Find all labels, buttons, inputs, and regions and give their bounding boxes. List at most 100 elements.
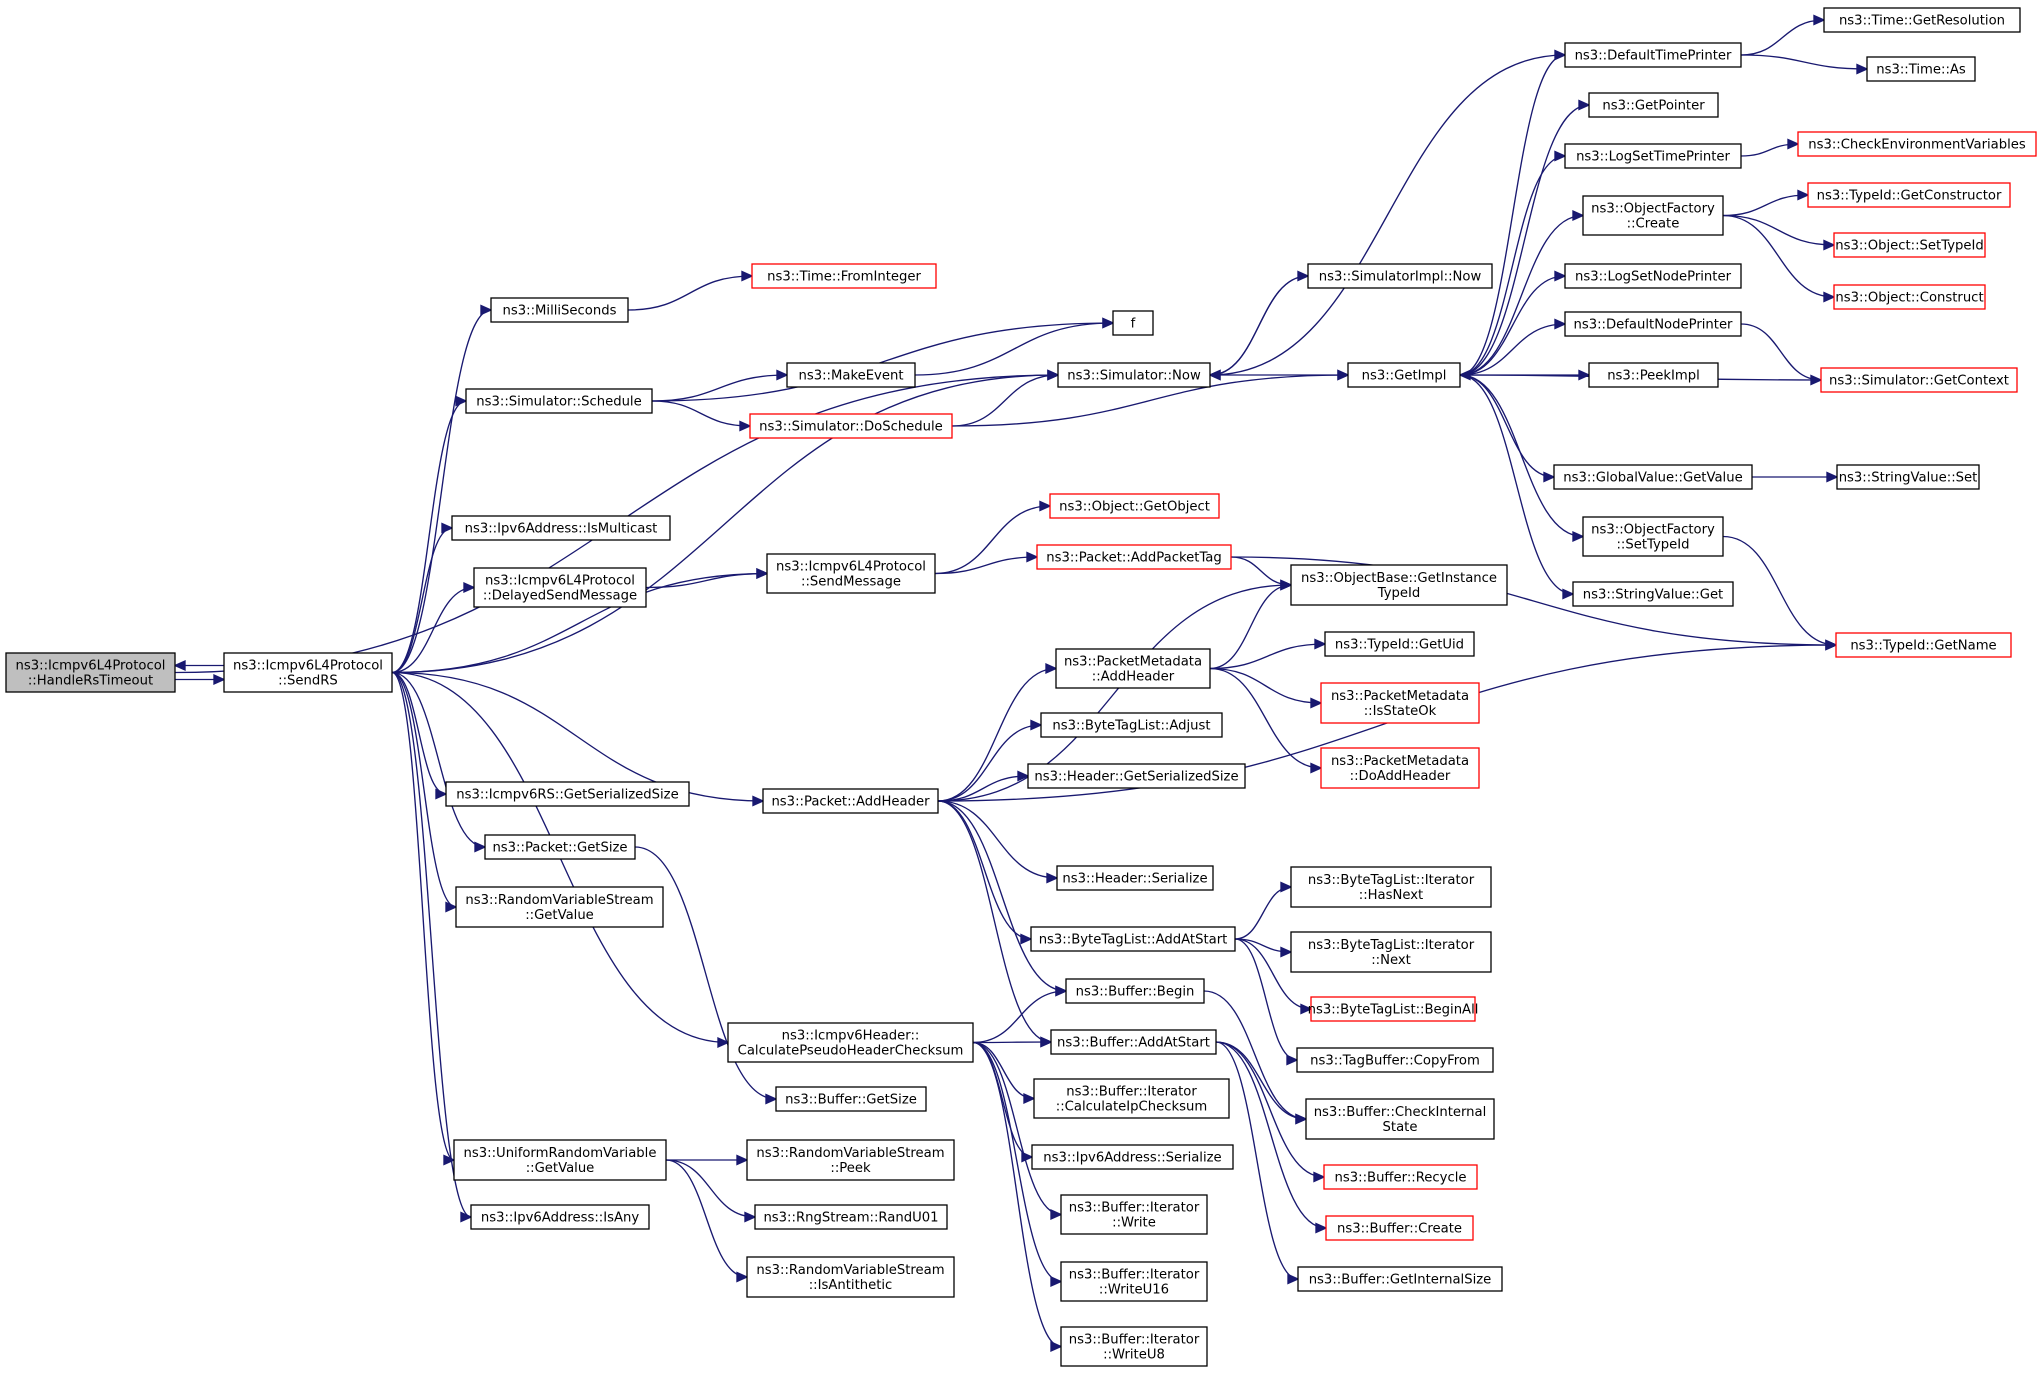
edge-arrowhead [1856,63,1869,75]
node-ipv6addr-isany[interactable]: ns3::Ipv6Address::IsAny [470,1204,650,1230]
node-time-frominteger[interactable]: ns3::Time::FromInteger [751,263,937,289]
node-calc-pseudo-checksum[interactable]: ns3::Icmpv6Header::CalculatePseudoHeader… [727,1022,974,1063]
node-buffer-getsize[interactable]: ns3::Buffer::GetSize [775,1086,927,1112]
edge-send-rs-to-packet-getsize [391,671,487,853]
node-object-getobject[interactable]: ns3::Object::GetObject [1049,493,1220,519]
node-icmpv6rs-serialized-size[interactable]: ns3::Icmpv6RS::GetSerializedSize [445,781,690,807]
node-label: ns3::Header::GetSerializedSize [1034,770,1238,785]
node-log-set-node-printer[interactable]: ns3::LogSetNodePrinter [1564,263,1742,289]
node-default-time-printer[interactable]: ns3::DefaultTimePrinter [1564,42,1742,68]
node-globalvalue-getvalue[interactable]: ns3::GlobalValue::GetValue [1553,464,1753,490]
node-bytetaglist-beginall[interactable]: ns3::ByteTagList::BeginAll [1308,996,1479,1022]
node-stringvalue-set[interactable]: ns3::StringValue::Set [1836,464,1980,490]
node-simulatorimpl-now[interactable]: ns3::SimulatorImpl::Now [1307,263,1493,289]
node-get-pointer[interactable]: ns3::GetPointer [1588,92,1719,118]
node-rvs-isantithetic[interactable]: ns3::RandomVariableStream::IsAntithetic [746,1256,955,1298]
node-get-impl[interactable]: ns3::GetImpl [1347,362,1461,388]
node-label: ns3::ByteTagList::Iterator [1308,938,1475,953]
edge-default-time-printer-to-time-as [1740,54,1869,75]
node-ipv6addr-serialize[interactable]: ns3::Ipv6Address::Serialize [1031,1144,1234,1170]
edge-arrowhead [1208,369,1221,381]
node-make-event[interactable]: ns3::MakeEvent [786,362,916,388]
edge-simulator-doschedule-to-simulator-now [951,369,1060,427]
node-buffer-recycle[interactable]: ns3::Buffer::Recycle [1323,1164,1478,1190]
edge-arrowhead [1554,270,1567,282]
node-packetmetadata-doaddheader[interactable]: ns3::PacketMetadata::DoAddHeader [1320,747,1480,789]
node-stringvalue-get[interactable]: ns3::StringValue::Get [1572,581,1734,607]
edge-packet-getsize-to-buffer-getsize [634,846,778,1105]
node-iterator-writeu8[interactable]: ns3::Buffer::Iterator::WriteU8 [1060,1326,1208,1367]
node-log-set-time-printer[interactable]: ns3::LogSetTimePrinter [1564,143,1742,169]
node-buffer-getinternalsize[interactable]: ns3::Buffer::GetInternalSize [1297,1266,1503,1292]
node-label: ns3::Packet::AddPacketTag [1046,551,1222,566]
edge-packet-addheader-to-bytetaglist-adjust [937,719,1043,802]
node-object-construct[interactable]: ns3::Object::Construct [1833,284,1986,310]
node-iterator-writeu16[interactable]: ns3::Buffer::Iterator::WriteU16 [1060,1261,1208,1302]
node-typeid-getname[interactable]: ns3::TypeId::GetName [1835,632,2012,658]
edge-calc-pseudo-checksum-to-buffer-addatstart [972,1036,1053,1048]
node-check-env-vars[interactable]: ns3::CheckEnvironmentVariables [1797,131,2037,157]
edge-milli-seconds-to-time-frominteger [627,270,754,311]
node-iterator-write[interactable]: ns3::Buffer::Iterator::Write [1060,1194,1208,1235]
node-send-message[interactable]: ns3::Icmpv6L4Protocol::SendMessage [766,553,936,594]
node-milli-seconds[interactable]: ns3::MilliSeconds [490,297,629,323]
edge-arrowhead [1039,500,1052,512]
node-buffer-begin[interactable]: ns3::Buffer::Begin [1065,978,1205,1004]
node-default-node-printer[interactable]: ns3::DefaultNodePrinter [1564,311,1742,337]
node-simulator-now[interactable]: ns3::Simulator::Now [1057,362,1211,388]
node-rvs-getvalue[interactable]: ns3::RandomVariableStream::GetValue [455,886,664,928]
node-rngstream-randu01[interactable]: ns3::RngStream::RandU01 [754,1204,948,1230]
node-handle-rs-timeout[interactable]: ns3::Icmpv6L4Protocol::HandleRsTimeout [5,652,176,693]
node-buffer-create[interactable]: ns3::Buffer::Create [1325,1215,1474,1241]
edge-arrowhead [1315,1222,1328,1234]
node-f-node[interactable]: f [1112,310,1154,336]
edge-arrowhead [739,420,752,432]
edge-line [1209,584,1292,670]
node-packet-getsize[interactable]: ns3::Packet::GetSize [484,834,636,860]
edge-arrowhead [1026,551,1039,563]
node-typeid-getconstructor[interactable]: ns3::TypeId::GetConstructor [1807,182,2011,208]
node-object-factory-settypeid[interactable]: ns3::ObjectFactory::SetTypeId [1582,516,1724,557]
node-delayed-send-message[interactable]: ns3::Icmpv6L4Protocol::DelayedSendMessag… [473,567,647,608]
edge-line [937,724,1042,802]
node-object-settypeid[interactable]: ns3::Object::SetTypeId [1833,232,1986,258]
node-peek-impl[interactable]: ns3::PeekImpl [1588,362,1719,388]
node-buffer-addatstart[interactable]: ns3::Buffer::AddAtStart [1050,1029,1217,1055]
edge-line [391,572,768,674]
node-packet-addheader[interactable]: ns3::Packet::AddHeader [762,788,939,814]
node-uniform-getvalue[interactable]: ns3::UniformRandomVariable::GetValue [453,1139,667,1181]
node-time-getresolution[interactable]: ns3::Time::GetResolution [1823,7,2021,33]
node-label: ns3::Ipv6Address::IsMulticast [465,522,658,537]
node-typeid-getuid[interactable]: ns3::TypeId::GetUid [1324,631,1475,657]
node-packetmetadata-isstateok[interactable]: ns3::PacketMetadata::IsStateOk [1320,682,1480,724]
node-bytetaglist-addatstart[interactable]: ns3::ByteTagList::AddAtStart [1030,926,1236,952]
node-label: ns3::PeekImpl [1607,369,1700,384]
node-tagbuffer-copyfrom[interactable]: ns3::TagBuffer::CopyFrom [1296,1047,1494,1073]
node-simulator-getcontext[interactable]: ns3::Simulator::GetContext [1820,367,2018,393]
node-header-getserializedsize[interactable]: ns3::Header::GetSerializedSize [1027,763,1246,789]
node-bytetaglist-iterator-next[interactable]: ns3::ByteTagList::Iterator::Next [1290,931,1492,973]
node-label: ns3::LogSetTimePrinter [1576,150,1730,165]
node-packet-addpackettag[interactable]: ns3::Packet::AddPacketTag [1036,544,1232,570]
node-object-factory-create[interactable]: ns3::ObjectFactory::Create [1582,195,1724,236]
node-simulator-doschedule[interactable]: ns3::Simulator::DoSchedule [749,413,953,439]
node-iterator-calcipchecksum[interactable]: ns3::Buffer::Iterator::CalculateIpChecks… [1033,1078,1230,1119]
node-box [1060,1261,1208,1302]
edge-arrowhead [1055,985,1068,997]
node-send-rs[interactable]: ns3::Icmpv6L4Protocol::SendRS [223,652,393,693]
node-header-serialize[interactable]: ns3::Header::Serialize [1056,865,1214,891]
node-rvs-peek[interactable]: ns3::RandomVariableStream::Peek [746,1139,955,1181]
node-ipv6addr-ismulticast[interactable]: ns3::Ipv6Address::IsMulticast [451,515,671,541]
edge-arrowhead [474,841,487,853]
node-label: ::IsAntithetic [809,1278,893,1293]
node-box [1057,362,1211,388]
edge-arrowhead [1023,1092,1036,1105]
node-time-as[interactable]: ns3::Time::As [1866,56,1976,82]
node-simulator-schedule[interactable]: ns3::Simulator::Schedule [465,388,653,414]
edge-arrowhead [1562,588,1575,600]
node-packetmetadata-addheader[interactable]: ns3::PacketMetadata::AddHeader [1055,648,1211,689]
node-bytetaglist-iterator-hasnext[interactable]: ns3::ByteTagList::Iterator::HasNext [1290,866,1492,908]
node-bytetaglist-adjust[interactable]: ns3::ByteTagList::Adjust [1040,712,1223,738]
